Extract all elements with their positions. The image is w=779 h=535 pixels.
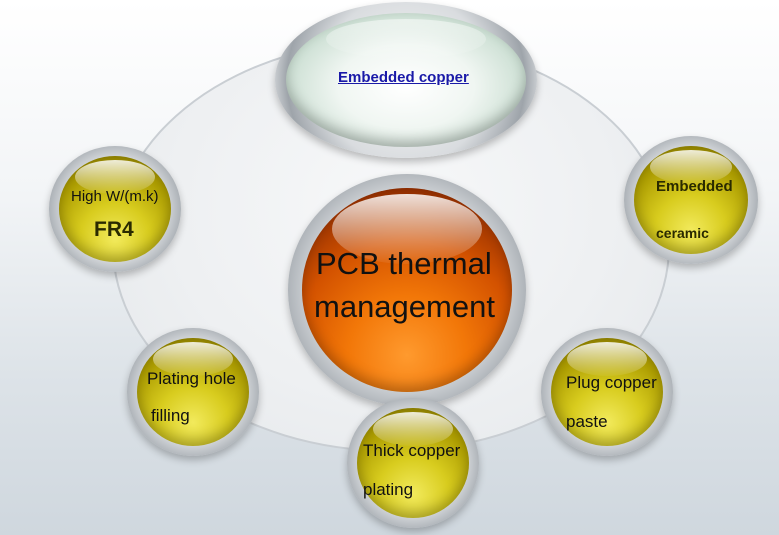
embedded-copper-link[interactable]: Embedded copper: [338, 69, 469, 86]
embedded-copper-orb: [286, 13, 526, 147]
embedded-ceramic-orb: [634, 146, 748, 254]
center-label-line2: management: [314, 289, 495, 324]
pcb-thermal-management-orb: [302, 188, 512, 392]
orb-highlight: [326, 19, 486, 59]
fr4-label-line2: FR4: [94, 218, 134, 241]
orb-highlight: [153, 342, 233, 376]
embedded-ceramic-node: Embedded ceramic: [624, 136, 758, 264]
plug-copper-paste-orb: [551, 338, 663, 446]
embedded-ceramic-label-line2: ceramic: [656, 225, 709, 241]
plug-copper-paste-node: Plug copper paste: [541, 328, 673, 456]
orb-highlight: [650, 150, 732, 184]
fr4-label-line1: High W/(m.k): [71, 188, 159, 205]
plating-hole-filling-orb: [137, 338, 249, 446]
thick-copper-label-line1: Thick copper: [363, 441, 461, 460]
embedded-ceramic-label-line1: Embedded: [656, 178, 733, 195]
plating-hole-label-line1: Plating hole: [147, 369, 236, 388]
orb-highlight: [373, 412, 453, 446]
plug-copper-label-line2: paste: [566, 412, 608, 431]
orb-highlight: [332, 194, 482, 264]
plating-hole-label-line2: filling: [151, 406, 190, 425]
center-label-line1: PCB thermal: [316, 246, 492, 281]
fr4-orb: [59, 156, 171, 262]
pcb-thermal-management-node: PCB thermal management: [288, 174, 526, 406]
thick-copper-label-line2: plating: [363, 480, 414, 499]
plating-hole-filling-node: Plating hole filling: [127, 328, 259, 456]
thick-copper-plating-orb: [357, 408, 469, 518]
embedded-copper-node: Embedded copper: [275, 2, 537, 158]
plug-copper-label-line1: Plug copper: [566, 373, 657, 392]
orb-highlight: [567, 342, 647, 376]
fr4-node: High W/(m.k) FR4: [49, 146, 181, 272]
thick-copper-plating-node: Thick copper plating: [347, 398, 479, 528]
orb-highlight: [75, 160, 155, 194]
